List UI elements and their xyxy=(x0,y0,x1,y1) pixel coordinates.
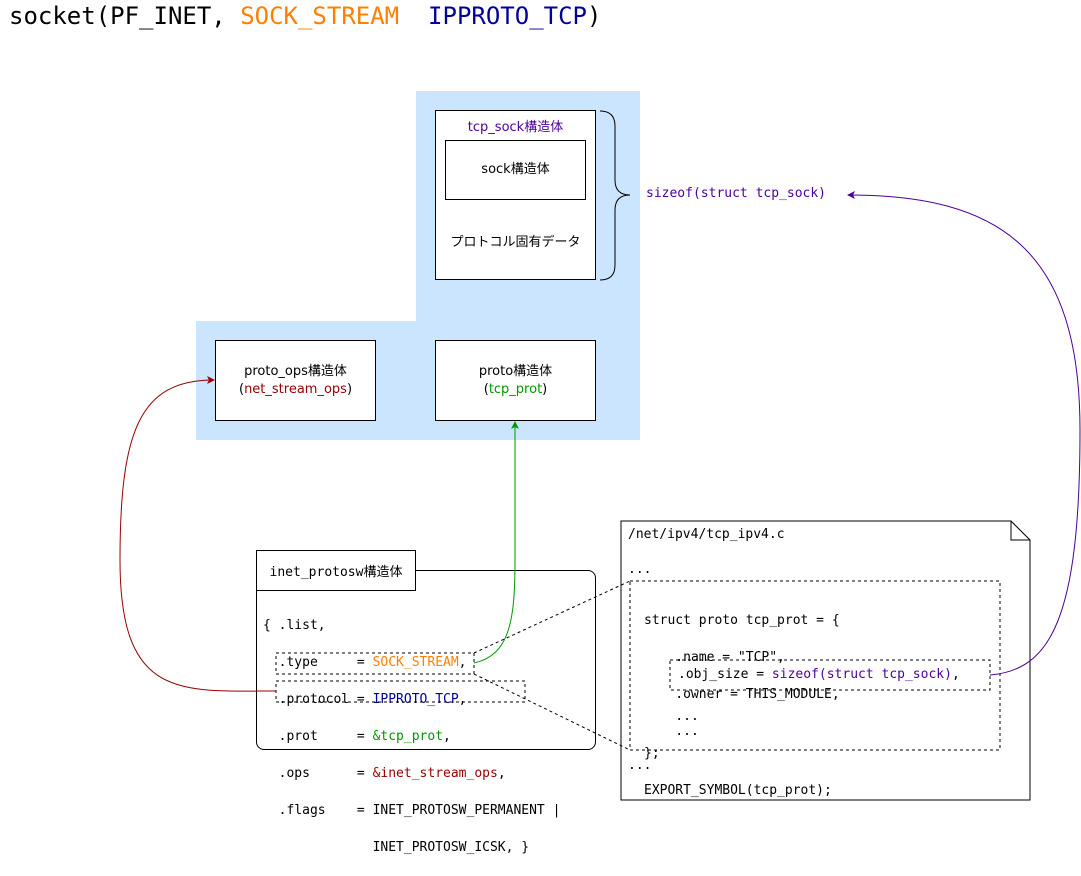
protocol-specific-data-label: プロトコル固有データ xyxy=(450,235,581,250)
code-line-prot: .prot = &tcp_prot, xyxy=(263,728,451,744)
title-suffix: ) xyxy=(587,2,602,30)
tcp-prot-name: tcp_prot xyxy=(488,381,543,397)
sock-struct-label: sock構造体 xyxy=(481,162,550,177)
connector-layer xyxy=(119,110,1081,801)
src-line-export: EXPORT_SYMBOL(tcp_prot); xyxy=(644,782,832,798)
proto-ops-struct-box: proto_ops構造体 (net_stream_ops) xyxy=(215,340,376,421)
inet-protosw-label: inet_protosw構造体 xyxy=(269,565,403,580)
proto-struct-box: proto構造体 (tcp_prot) xyxy=(435,340,596,421)
code-line-flags-cont: INET_PROTOSW_ICSK, } xyxy=(263,839,530,855)
proto-ops-label: proto_ops構造体 xyxy=(244,363,347,379)
ops-to-proto-ops-arrow xyxy=(119,376,277,692)
zoom-line-bottom xyxy=(473,673,631,751)
sock-struct-box: sock構造体 xyxy=(445,140,586,200)
zoom-line-top xyxy=(473,580,631,654)
source-file-path: /net/ipv4/tcp_ipv4.c xyxy=(628,527,785,542)
src-line-ellipsis-b: ... xyxy=(644,708,699,724)
title-sock-stream: SOCK_STREAM xyxy=(240,2,400,30)
sizeof-tcp-sock-label: sizeof(struct tcp_sock) xyxy=(646,186,827,201)
net-stream-ops-name: net_stream_ops xyxy=(244,381,347,397)
prot-line-highlight xyxy=(275,652,475,675)
inet-protosw-body xyxy=(256,570,596,750)
title-prefix: socket(PF_INET, xyxy=(9,2,241,30)
obj-size-highlight xyxy=(669,659,991,691)
tcp-sock-brace xyxy=(599,110,631,281)
code-line-protocol: .protocol = IPPROTO_TCP, xyxy=(263,691,467,707)
src-line-name: .name = "TCP", xyxy=(644,649,785,665)
src-line-ellipsis-a: ... xyxy=(644,723,699,739)
obj-size-to-sizeof-arrow xyxy=(847,191,1081,676)
code-line-ops: .ops = &inet_stream_ops, xyxy=(263,765,506,781)
ops-line-highlight xyxy=(275,680,526,703)
tcp-sock-struct-box: tcp_sock構造体 sock構造体 プロトコル固有データ xyxy=(435,110,596,280)
prot-to-proto-arrow xyxy=(473,421,519,664)
source-file-fold xyxy=(1010,521,1030,541)
proto-instance: (tcp_prot) xyxy=(483,381,548,397)
source-ellipsis-top: ... xyxy=(628,562,652,577)
tcp-sock-label: tcp_sock構造体 xyxy=(467,120,564,135)
src-line-struct: struct proto tcp_prot = { xyxy=(644,612,840,628)
source-ellipsis-bottom: ... xyxy=(628,758,652,773)
src-line-close: }; xyxy=(644,745,660,761)
obj-size-sizeof: sizeof(struct tcp_sock) xyxy=(771,667,952,682)
src-line-obj-size: .obj_size = sizeof(struct tcp_sock), xyxy=(678,667,960,682)
code-line-type: .type = SOCK_STREAM, xyxy=(263,654,467,670)
inet-protosw-header: inet_protosw構造体 xyxy=(256,550,416,591)
code-line-list: { .list, xyxy=(263,617,326,633)
proto-ops-instance: (net_stream_ops) xyxy=(238,381,353,397)
title-ipproto-tcp: IPPROTO_TCP xyxy=(428,2,587,30)
tcp-prot-definition-tail: ... }; EXPORT_SYMBOL(tcp_prot); xyxy=(644,689,832,819)
socket-call-title: socket(PF_INET, SOCK_STREAM IPPROTO_TCP) xyxy=(9,2,601,30)
proto-label: proto構造体 xyxy=(478,363,553,379)
source-file-outline xyxy=(620,520,1031,801)
tcp-prot-definition-highlight xyxy=(629,580,1001,751)
code-line-flags: .flags = INET_PROTOSW_PERMANENT | xyxy=(263,802,561,818)
